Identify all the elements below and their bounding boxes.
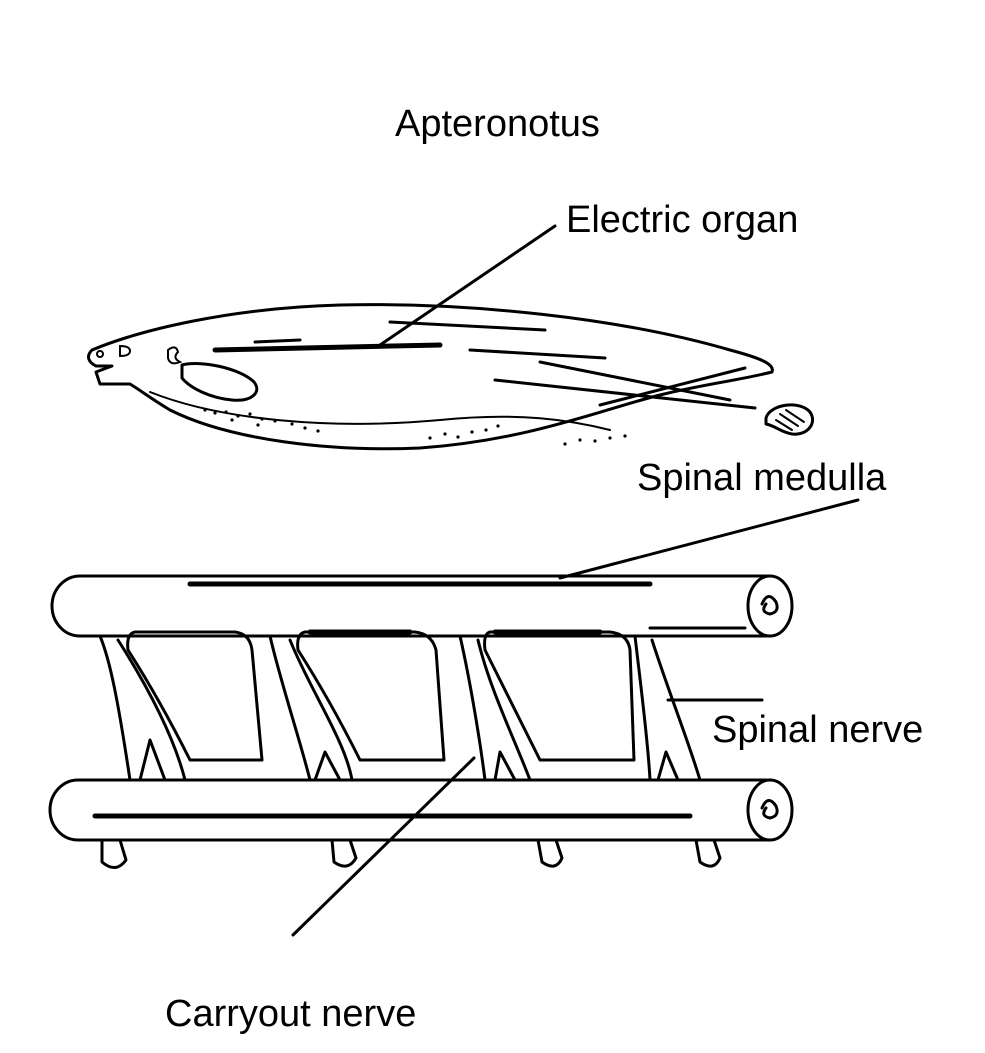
diagram-title: Apteronotus bbox=[395, 103, 600, 145]
carryout-nerve-nubs bbox=[102, 840, 720, 868]
label-spinal-nerve: Spinal nerve bbox=[712, 709, 923, 751]
segment-box-1 bbox=[128, 632, 262, 760]
fish-body-outline bbox=[89, 305, 773, 449]
fish-nostril bbox=[97, 351, 103, 357]
label-carryout-nerve: Carryout nerve bbox=[165, 993, 416, 1035]
fish-illustration bbox=[89, 226, 813, 449]
segment-box-2 bbox=[298, 632, 444, 760]
label-electric-organ: Electric organ bbox=[566, 199, 798, 241]
fish-eye bbox=[120, 346, 130, 356]
upper-tube-end bbox=[748, 576, 792, 636]
leader-spinal-medulla bbox=[560, 500, 858, 578]
spinal-lower-tube bbox=[50, 780, 770, 840]
label-spinal-medulla: Spinal medulla bbox=[637, 457, 887, 499]
fish-organ-stroke bbox=[255, 340, 300, 342]
fish-pectoral-fin bbox=[182, 364, 257, 401]
lower-tube-end bbox=[748, 780, 792, 840]
segment-box-3 bbox=[485, 632, 634, 760]
fish-organ-stroke bbox=[215, 345, 440, 350]
fish-organ-stroke bbox=[470, 350, 605, 358]
fish-gill-mark bbox=[168, 347, 180, 363]
fish-tail-hatching bbox=[776, 410, 804, 430]
